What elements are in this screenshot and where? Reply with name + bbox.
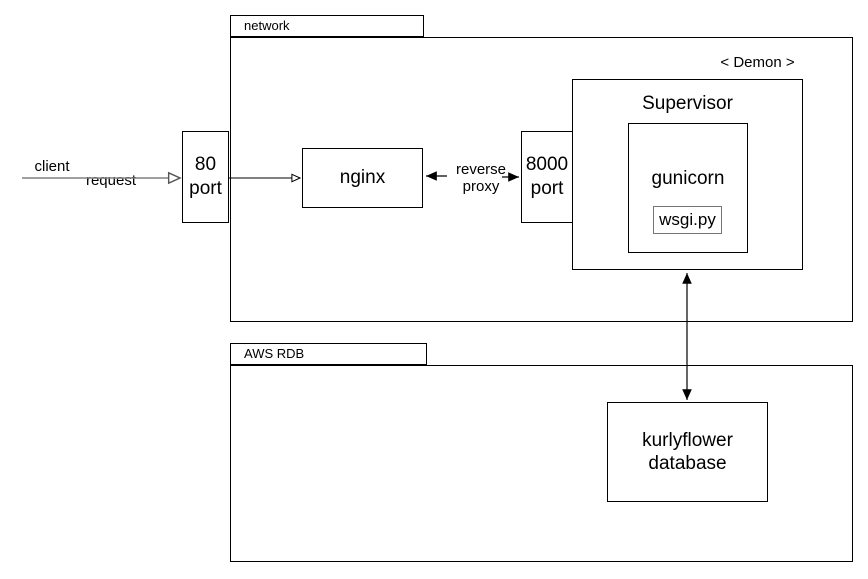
port-80-label: 80 port [189, 154, 222, 199]
package-network-body [230, 37, 853, 322]
node-nginx: nginx [302, 148, 423, 208]
client-label: client [34, 158, 70, 175]
supervisor-stereotype-label: < Demon > [720, 54, 795, 71]
request-edge-label: request [85, 172, 137, 189]
port-8000-label: 8000 port [525, 154, 569, 199]
package-aws-rdb-label: AWS RDB [244, 346, 305, 361]
node-port-8000: 8000 port [521, 131, 573, 223]
package-network-label: network [244, 18, 290, 33]
gunicorn-label: gunicorn [651, 168, 725, 189]
package-aws-rdb-tab: AWS RDB [230, 343, 427, 365]
package-network-tab: network [230, 15, 424, 37]
supervisor-label: Supervisor [642, 93, 733, 114]
node-wsgi: wsgi.py [653, 206, 722, 234]
node-port-80: 80 port [182, 131, 229, 223]
node-gunicorn: gunicorn [628, 123, 748, 253]
database-label: kurlyflower database [642, 430, 733, 474]
package-aws-rdb-body [230, 365, 853, 562]
wsgi-label: wsgi.py [659, 210, 716, 229]
reverse-proxy-edge-label: reverse proxy [455, 161, 507, 195]
node-database: kurlyflower database [607, 402, 768, 502]
nginx-label: nginx [339, 167, 386, 188]
